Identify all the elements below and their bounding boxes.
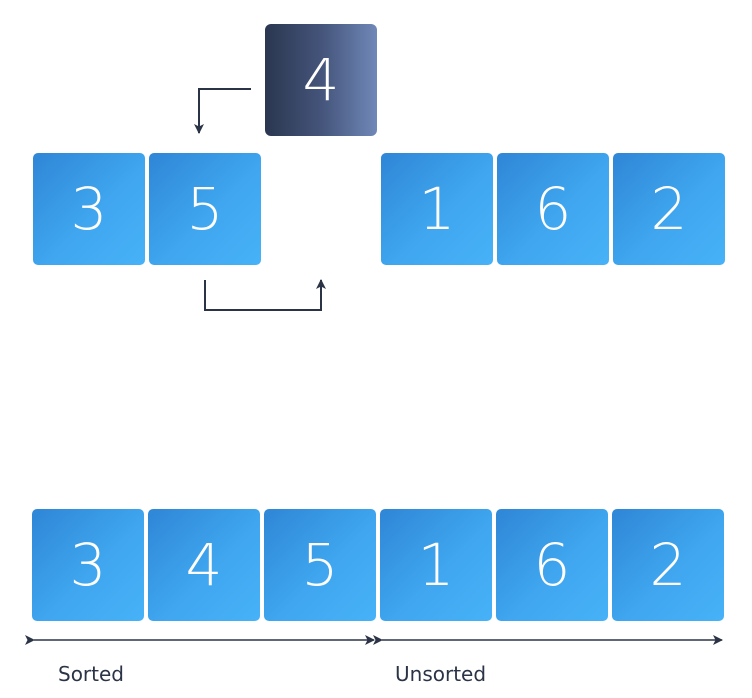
result-value-6: 2 — [649, 531, 687, 599]
step-value-3: 1 — [418, 175, 456, 243]
step-value-1: 3 — [70, 175, 108, 243]
step-box-2: 5 — [149, 153, 261, 265]
result-value-1: 3 — [69, 531, 107, 599]
step-value-5: 2 — [650, 175, 688, 243]
unsorted-label: Unsorted — [395, 662, 487, 686]
result-value-3: 5 — [301, 531, 339, 599]
step-box-4: 6 — [497, 153, 609, 265]
step-box-5: 2 — [613, 153, 725, 265]
result-box-1: 3 — [32, 509, 144, 621]
result-box-2: 4 — [148, 509, 260, 621]
step-value-2: 5 — [186, 175, 224, 243]
sorted-label: Sorted — [58, 662, 124, 686]
result-value-5: 6 — [533, 531, 571, 599]
key-element-value: 4 — [302, 46, 340, 114]
key-element-box: 4 — [265, 24, 377, 136]
result-box-4: 1 — [380, 509, 492, 621]
result-box-6: 2 — [612, 509, 724, 621]
step-value-4: 6 — [534, 175, 572, 243]
step-box-1: 3 — [33, 153, 145, 265]
shift-arrow — [204, 279, 326, 311]
result-box-3: 5 — [264, 509, 376, 621]
step-box-3: 1 — [381, 153, 493, 265]
result-value-4: 1 — [417, 531, 455, 599]
result-value-2: 4 — [185, 531, 223, 599]
insert-arrow — [194, 88, 251, 134]
result-box-5: 6 — [496, 509, 608, 621]
